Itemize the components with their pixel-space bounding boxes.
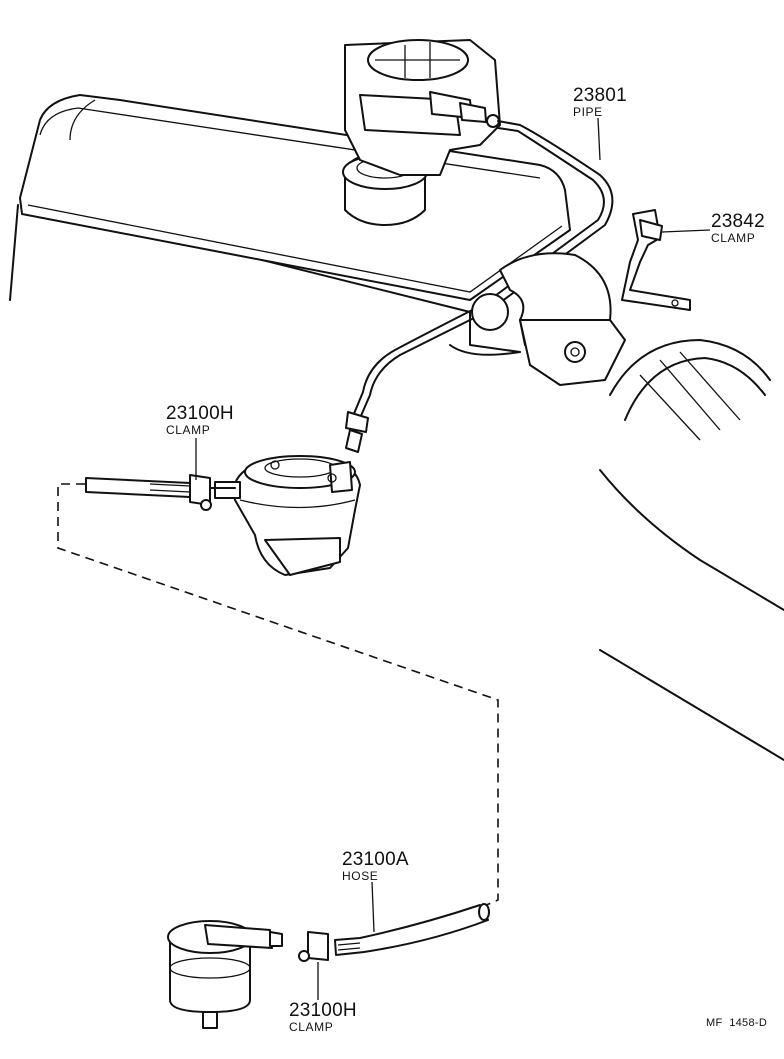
- part-name: CLAMP: [711, 231, 756, 245]
- leader-lines: [195, 117, 711, 1000]
- leader-23842: [661, 229, 711, 233]
- reference-code: MF 1458-D: [706, 1017, 768, 1029]
- clamp-23842-bracket: [621, 209, 691, 311]
- fan-pulley: [609, 339, 771, 441]
- part-name: CLAMP: [166, 423, 211, 437]
- part-name: HOSE: [342, 869, 379, 883]
- fuel-filter: [167, 920, 283, 1029]
- valve-cover: [19, 94, 571, 301]
- carburetor: [344, 39, 501, 176]
- callout-23801: 23801 PIPE: [573, 86, 627, 119]
- water-outlet-housing: [499, 252, 626, 386]
- part-number: 23100A: [342, 849, 409, 870]
- part-number: 23100H: [289, 1000, 357, 1021]
- part-number: 23842: [711, 211, 765, 232]
- fuel-pipe-23801: [345, 120, 614, 453]
- upper-hose-23100H: [85, 474, 236, 511]
- leader-23100A: [371, 881, 375, 933]
- part-name: CLAMP: [289, 1020, 334, 1034]
- part-number: 23801: [573, 85, 627, 106]
- callout-23100H-bottom: 23100H CLAMP: [289, 1001, 357, 1034]
- callout-23100A: 23100A HOSE: [342, 850, 409, 883]
- leader-23801: [597, 117, 601, 161]
- part-name: PIPE: [573, 105, 603, 119]
- fuel-pump: [214, 455, 361, 576]
- lower-hose-23100A: [298, 903, 490, 962]
- callout-23100H-top: 23100H CLAMP: [166, 404, 234, 437]
- routing-dashed-line: [57, 483, 499, 907]
- callout-23842: 23842 CLAMP: [711, 212, 765, 245]
- part-number: 23100H: [166, 403, 234, 424]
